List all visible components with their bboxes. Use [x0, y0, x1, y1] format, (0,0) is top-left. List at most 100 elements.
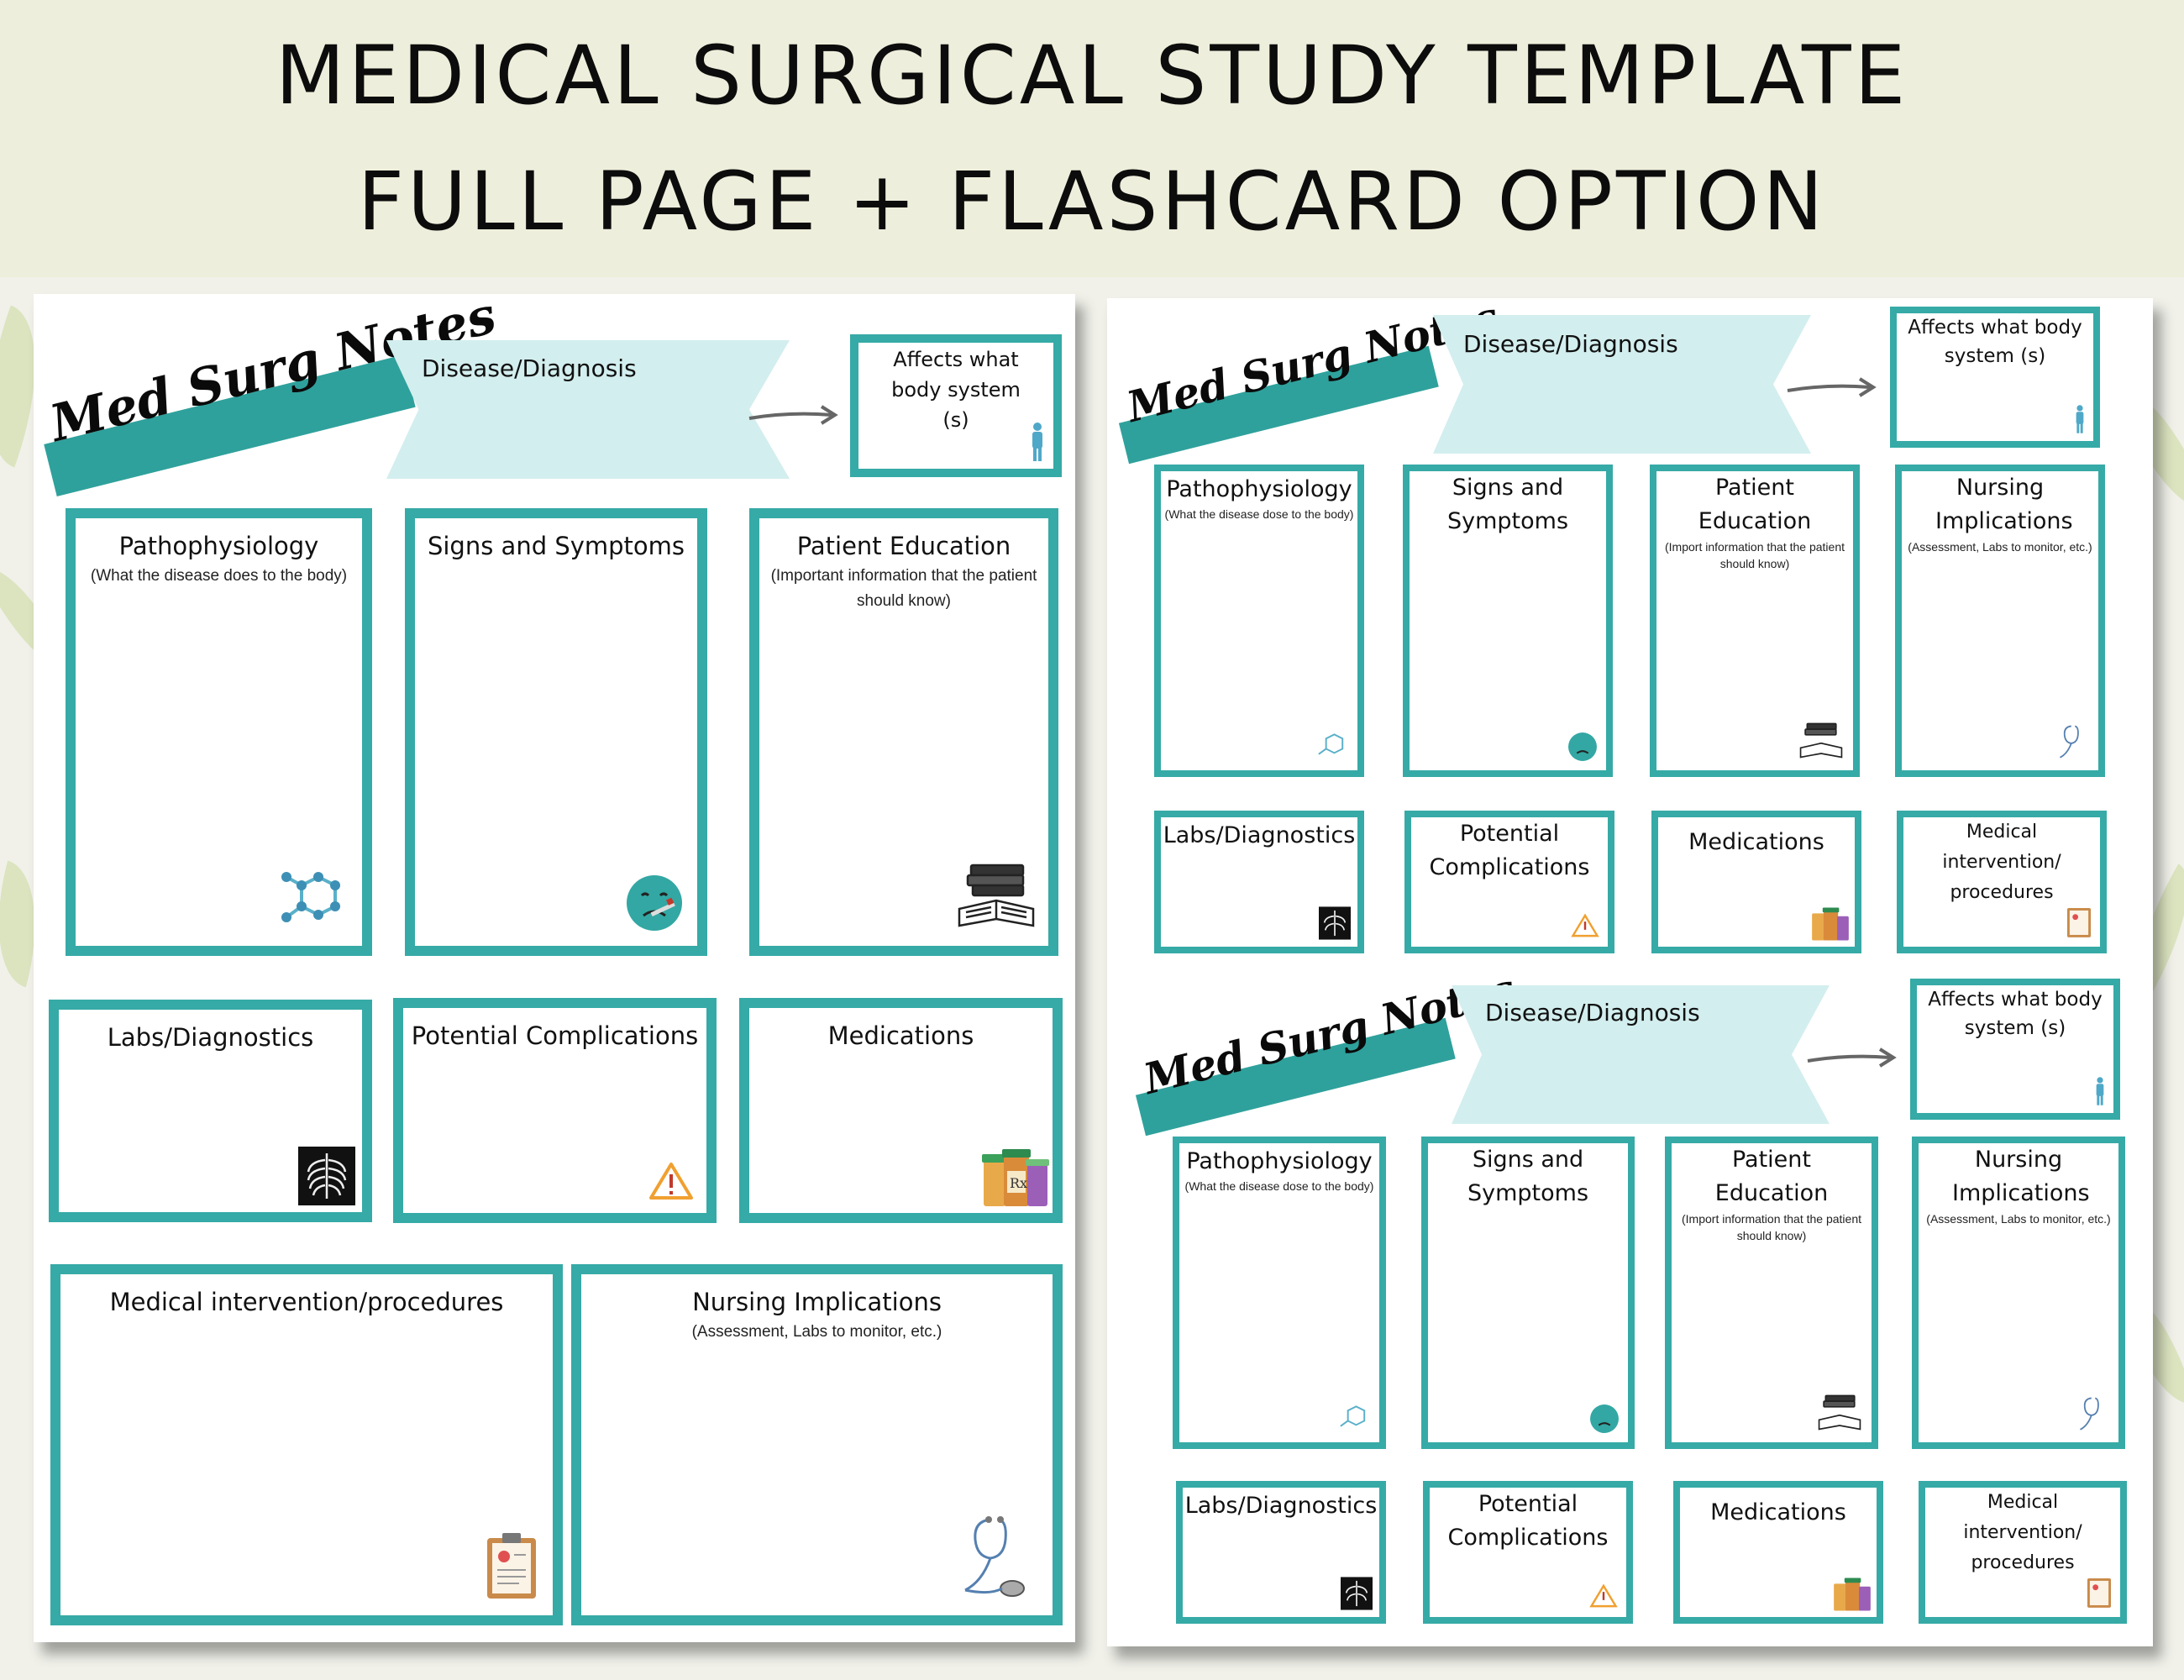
svg-text:Rx: Rx: [1010, 1175, 1027, 1191]
nursing-implications-subtitle: (Assessment, Labs to monitor, etc.): [1908, 540, 2092, 554]
medications-card[interactable]: Medications: [1651, 811, 1861, 953]
disease-diagnosis-ribbon: [1452, 985, 1830, 1124]
medications-title: Medications: [827, 1021, 974, 1050]
affects-body-system-label: Affects what body system (s): [1928, 989, 2103, 1039]
books-icon: [1818, 1394, 1861, 1431]
pill-bottles-icon: [1834, 1578, 1871, 1611]
patient-education-subtitle: (Import information that the patient sho…: [1682, 1212, 1861, 1242]
full-page-template: Med Surg Notes Disease/Diagnosis Affects…: [34, 286, 1075, 1642]
stethoscope-icon: [964, 1516, 1025, 1597]
med-surg-notes-logo: Med Surg Notes: [1124, 963, 1520, 1138]
nursing-implications-box[interactable]: Nursing Implications (Assessment, Labs t…: [571, 1264, 1063, 1625]
arrow-icon: [1787, 377, 1877, 397]
signs-symptoms-box[interactable]: Signs and Symptoms: [405, 508, 707, 956]
warning-icon: [649, 1163, 693, 1200]
body-icon: [1032, 423, 1042, 461]
potential-complications-title: Potential Complications: [411, 1021, 699, 1050]
books-icon: [958, 864, 1035, 927]
nursing-implications-title: Nursing Implications: [1952, 1147, 2090, 1206]
body-icon: [2096, 1077, 2104, 1105]
patient-education-card[interactable]: Patient Education (Import information th…: [1650, 465, 1860, 777]
patient-education-box[interactable]: Patient Education (Important information…: [749, 508, 1058, 956]
pathophysiology-subtitle: (What the disease dose to the body): [1164, 507, 1354, 521]
signs-symptoms-title: Signs and Symptoms: [427, 532, 685, 560]
xray-icon: [1319, 906, 1351, 940]
affects-body-system-box[interactable]: Affects what body system (s): [850, 334, 1062, 477]
disease-diagnosis-ribbon: [386, 340, 790, 479]
medications-title: Medications: [1688, 829, 1824, 855]
pathophysiology-title: Pathophysiology: [1186, 1148, 1373, 1174]
labs-diagnostics-box[interactable]: Labs/Diagnostics: [49, 1000, 372, 1222]
nursing-implications-card[interactable]: Nursing Implications (Assessment, Labs t…: [1912, 1137, 2125, 1449]
medications-title: Medications: [1710, 1499, 1846, 1525]
medications-box[interactable]: Medications Rx: [739, 998, 1063, 1223]
pill-bottles-icon: [1812, 907, 1849, 941]
nursing-implications-subtitle: (Assessment, Labs to monitor, etc.): [1926, 1212, 2111, 1226]
pathophysiology-card[interactable]: Pathophysiology (What the disease dose t…: [1173, 1137, 1386, 1449]
flashcard-page-template: Med Surg Notes Disease/Diagnosis Affects…: [1107, 291, 2153, 1646]
signs-symptoms-card[interactable]: Signs and Symptoms: [1403, 465, 1613, 777]
books-icon: [1799, 722, 1843, 759]
potential-complications-title: Potential Complications: [1447, 1491, 1609, 1551]
medical-intervention-card[interactable]: Medical intervention/ procedures: [1897, 811, 2107, 953]
pathophysiology-card[interactable]: Pathophysiology (What the disease dose t…: [1154, 465, 1364, 777]
patient-education-title: Patient Education: [1714, 1147, 1829, 1206]
sick-face-icon: [627, 875, 682, 931]
medical-intervention-title: Medical intervention/ procedures: [1942, 822, 2061, 903]
disease-diagnosis-label: Disease/Diagnosis: [1485, 999, 1700, 1026]
labs-diagnostics-card[interactable]: Labs/Diagnostics: [1154, 811, 1364, 953]
med-surg-notes-logo: Med Surg Notes: [34, 286, 501, 504]
affects-body-system-box[interactable]: Affects what body system (s): [1890, 307, 2100, 448]
pathophysiology-box[interactable]: Pathophysiology (What the disease does t…: [66, 508, 372, 956]
patient-education-title: Patient Education: [796, 532, 1011, 560]
potential-complications-title: Potential Complications: [1429, 821, 1590, 880]
sick-face-icon: [1568, 732, 1597, 761]
labs-diagnostics-title: Labs/Diagnostics: [107, 1023, 314, 1052]
potential-complications-box[interactable]: Potential Complications: [393, 998, 717, 1223]
clipboard-icon: [487, 1533, 536, 1599]
nursing-implications-card[interactable]: Nursing Implications (Assessment, Labs t…: [1895, 465, 2105, 777]
medical-intervention-box[interactable]: Medical intervention/procedures: [50, 1264, 563, 1625]
pathophysiology-title: Pathophysiology: [118, 532, 319, 560]
potential-complications-card[interactable]: Potential Complications: [1423, 1481, 1633, 1624]
pathophysiology-title: Pathophysiology: [1166, 476, 1352, 502]
nursing-implications-title: Nursing Implications: [1935, 475, 2073, 534]
body-icon: [2076, 405, 2084, 433]
warning-icon: [1571, 913, 1599, 937]
stethoscope-icon: [2080, 1397, 2099, 1431]
disease-diagnosis-label: Disease/Diagnosis: [422, 354, 637, 382]
labs-diagnostics-card[interactable]: Labs/Diagnostics: [1176, 1481, 1386, 1624]
pill-bottles-icon: Rx: [982, 1149, 1049, 1206]
affects-body-system-label: Affects what body system (s): [891, 348, 1021, 432]
xray-icon: [1341, 1577, 1373, 1610]
molecule-icon: [281, 872, 340, 922]
molecule-icon: [1340, 1405, 1366, 1427]
banner-title-line-1: MEDICAL SURGICAL STUDY TEMPLATE: [275, 29, 1909, 123]
clipboard-icon: [2087, 1578, 2112, 1608]
medical-intervention-card[interactable]: Medical intervention/ procedures: [1919, 1481, 2127, 1624]
patient-education-subtitle: (Import information that the patient sho…: [1665, 540, 1845, 570]
signs-symptoms-title: Signs and Symptoms: [1467, 1147, 1589, 1206]
affects-body-system-box[interactable]: Affects what body system (s): [1910, 979, 2120, 1120]
disease-diagnosis-label: Disease/Diagnosis: [1463, 330, 1678, 358]
molecule-icon: [1318, 733, 1344, 755]
arrow-icon: [748, 405, 838, 425]
disease-diagnosis-ribbon: [1433, 315, 1811, 454]
title-banner: MEDICAL SURGICAL STUDY TEMPLATE FULL PAG…: [0, 0, 2184, 277]
pathophysiology-subtitle: (What the disease does to the body): [90, 567, 348, 585]
patient-education-card[interactable]: Patient Education (Import information th…: [1665, 1137, 1878, 1449]
clipboard-icon: [2066, 908, 2092, 937]
nursing-implications-title: Nursing Implications: [692, 1288, 942, 1316]
sick-face-icon: [1590, 1404, 1619, 1433]
signs-symptoms-card[interactable]: Signs and Symptoms: [1421, 1137, 1635, 1449]
pathophysiology-subtitle: (What the disease dose to the body): [1184, 1179, 1374, 1193]
stethoscope-icon: [2060, 725, 2079, 759]
nursing-implications-subtitle: (Assessment, Labs to monitor, etc.): [691, 1323, 942, 1341]
banner-title-line-2: FULL PAGE + FLASHCARD OPTION: [357, 155, 1827, 249]
patient-education-title: Patient Education: [1698, 475, 1812, 534]
patient-education-subtitle: (Important information that the patient …: [770, 567, 1037, 610]
potential-complications-card[interactable]: Potential Complications: [1404, 811, 1614, 953]
medications-card[interactable]: Medications: [1673, 1481, 1883, 1624]
medical-intervention-title: Medical intervention/ procedures: [1963, 1492, 2082, 1573]
arrow-icon: [1807, 1047, 1897, 1068]
